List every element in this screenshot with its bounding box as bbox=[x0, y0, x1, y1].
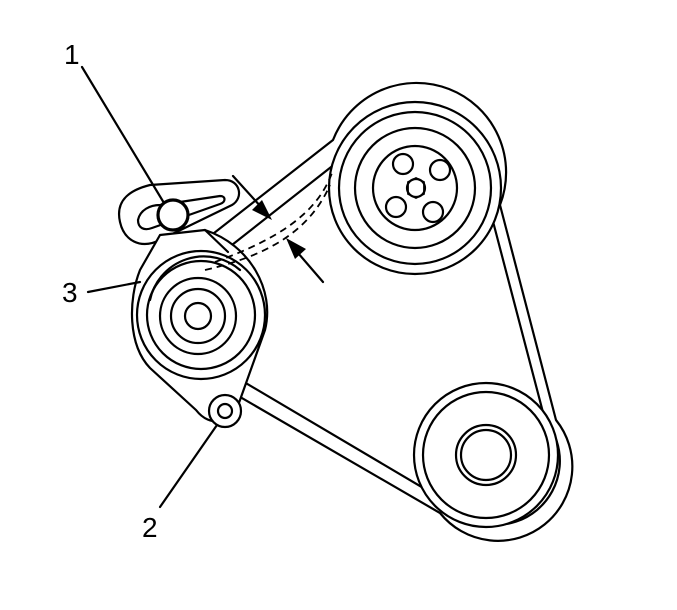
lower-pulley bbox=[412, 381, 560, 529]
callout-label-1: 1 bbox=[64, 39, 80, 70]
callout-label-2: 2 bbox=[142, 512, 158, 543]
tensioner-bolt bbox=[156, 198, 190, 232]
bolt-hole bbox=[384, 195, 408, 219]
leader-line-1 bbox=[80, 65, 166, 205]
tensioner-pivot bbox=[207, 393, 243, 429]
upper-pulley bbox=[327, 100, 503, 276]
bolt-hole bbox=[391, 152, 415, 176]
leader-line-3 bbox=[86, 280, 142, 294]
leader-line-2 bbox=[158, 423, 219, 509]
callout-label-3: 3 bbox=[62, 277, 78, 308]
belt-wrap-tensioner bbox=[148, 255, 242, 302]
tensioner-pulley bbox=[135, 249, 267, 381]
deflection-arrow-upper bbox=[231, 174, 272, 220]
deflection-arrow-lower bbox=[286, 238, 325, 284]
bolt-hole bbox=[421, 200, 445, 224]
bolt-hole bbox=[428, 158, 452, 182]
belt-deflection-lines bbox=[204, 169, 334, 271]
